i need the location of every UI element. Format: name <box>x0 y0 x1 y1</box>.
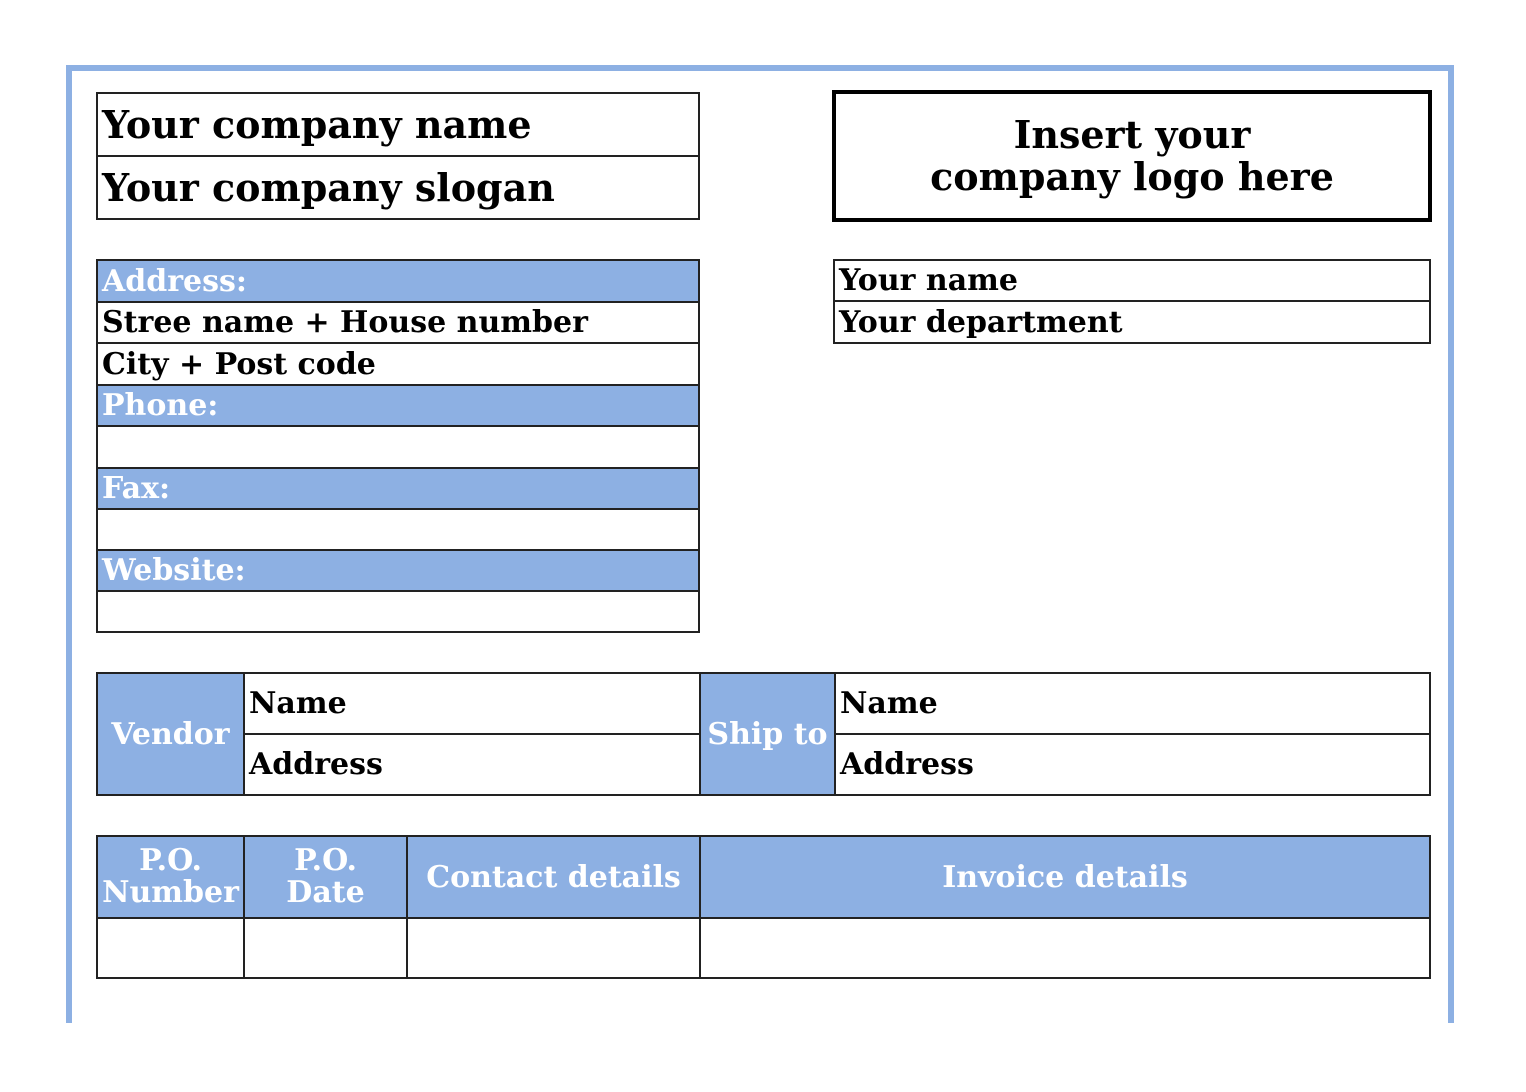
contact-details-field[interactable] <box>406 917 701 979</box>
vendor-address-cell[interactable]: Address <box>243 733 701 796</box>
vendor-address-label: Address <box>249 747 383 782</box>
logo-line-1: Insert your <box>1013 112 1251 157</box>
po-number-field[interactable] <box>96 917 245 979</box>
ship-to-name-label: Name <box>840 686 938 721</box>
po-date-header-line2: Date <box>286 875 365 910</box>
fax-label-cell: Fax: <box>96 467 700 510</box>
vendor-name-cell[interactable]: Name <box>243 672 701 735</box>
invoice-details-header: Invoice details <box>699 835 1431 919</box>
street-value: Stree name + House number <box>102 305 588 340</box>
your-department: Your department <box>839 304 1123 340</box>
your-name: Your name <box>839 263 1018 298</box>
ship-to-label: Ship to <box>707 716 828 752</box>
phone-field[interactable] <box>96 425 700 469</box>
logo-placeholder[interactable]: Insert your company logo here <box>832 90 1432 222</box>
ship-to-name-cell[interactable]: Name <box>834 672 1431 735</box>
fax-field[interactable] <box>96 508 700 551</box>
po-number-header-line1: P.O. <box>139 843 202 878</box>
fax-label: Fax: <box>102 471 171 506</box>
website-label: Website: <box>102 553 246 588</box>
website-label-cell: Website: <box>96 549 700 592</box>
po-number-header: P.O. Number <box>96 835 245 919</box>
phone-label-cell: Phone: <box>96 384 700 427</box>
ship-to-address-label: Address <box>840 747 974 782</box>
address-label-cell: Address: <box>96 259 700 303</box>
invoice-details-field[interactable] <box>699 917 1431 979</box>
po-date-field[interactable] <box>243 917 408 979</box>
vendor-label: Vendor <box>111 716 230 752</box>
website-field[interactable] <box>96 590 700 633</box>
vendor-name-label: Name <box>249 686 347 721</box>
company-slogan: Your company slogan <box>102 165 555 210</box>
phone-label: Phone: <box>102 388 219 423</box>
your-department-cell[interactable]: Your department <box>833 300 1431 344</box>
ship-to-label-cell: Ship to <box>699 672 836 796</box>
contact-details-header-label: Contact details <box>426 859 681 895</box>
page-frame <box>66 65 1454 1023</box>
company-slogan-cell[interactable]: Your company slogan <box>96 155 700 220</box>
po-date-header-line1: P.O. <box>294 843 357 878</box>
logo-line-2: company logo here <box>930 154 1334 199</box>
company-name: Your company name <box>102 102 532 147</box>
contact-details-header: Contact details <box>406 835 701 919</box>
street-cell[interactable]: Stree name + House number <box>96 301 700 344</box>
company-name-cell[interactable]: Your company name <box>96 92 700 157</box>
invoice-details-header-label: Invoice details <box>942 859 1188 895</box>
your-name-cell[interactable]: Your name <box>833 259 1431 302</box>
ship-to-address-cell[interactable]: Address <box>834 733 1431 796</box>
po-number-header-line2: Number <box>102 875 239 910</box>
address-label: Address: <box>102 263 247 299</box>
city-cell[interactable]: City + Post code <box>96 342 700 386</box>
po-date-header: P.O. Date <box>243 835 408 919</box>
vendor-label-cell: Vendor <box>96 672 245 796</box>
city-value: City + Post code <box>102 346 376 382</box>
